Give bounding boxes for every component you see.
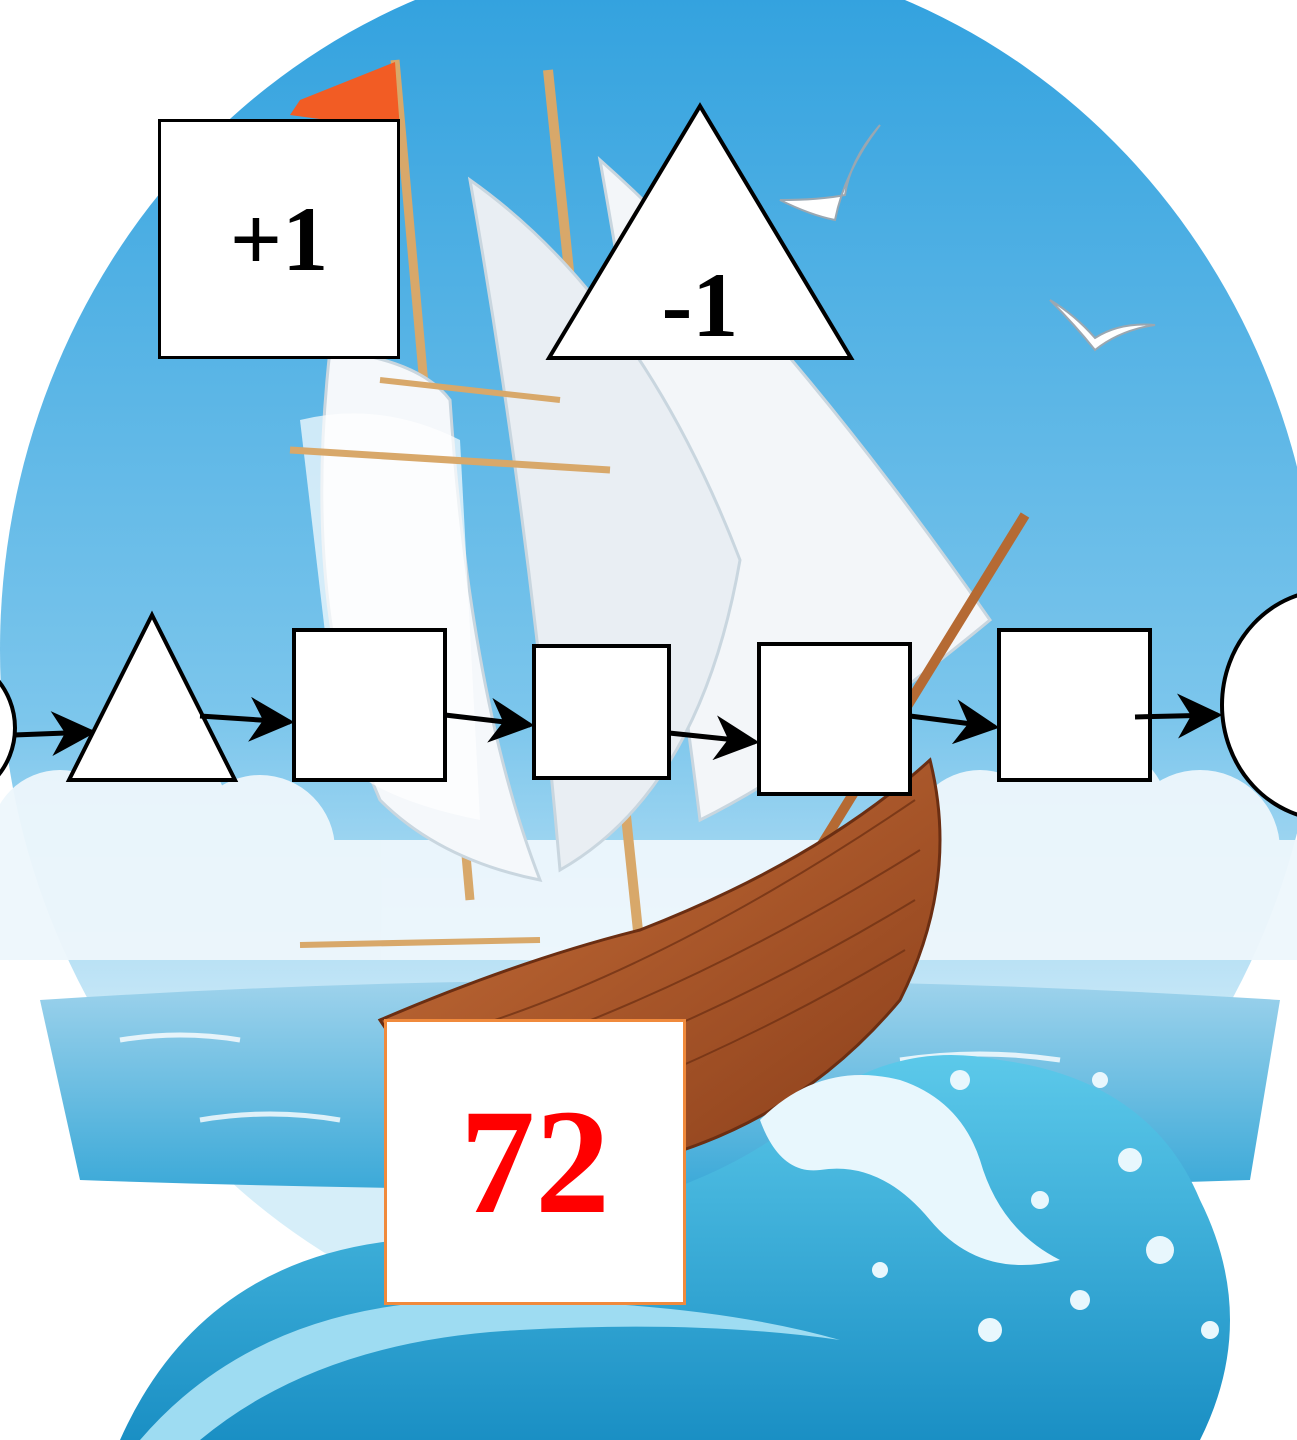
chain-square-1 xyxy=(294,630,445,780)
chain-square-3 xyxy=(759,644,910,794)
arrow xyxy=(1135,715,1218,717)
legend-square-label: +1 xyxy=(230,186,328,292)
arrow xyxy=(14,732,92,735)
chain-square-2 xyxy=(534,646,669,778)
legend-triangle-label: -1 xyxy=(662,252,739,358)
legend-square-plus-one: +1 xyxy=(158,119,400,359)
answer-value: 72 xyxy=(460,1076,610,1248)
legend-triangle-minus-one: -1 xyxy=(620,255,780,355)
chain-square-4 xyxy=(999,630,1150,780)
answer-card[interactable]: 72 xyxy=(384,1019,686,1305)
